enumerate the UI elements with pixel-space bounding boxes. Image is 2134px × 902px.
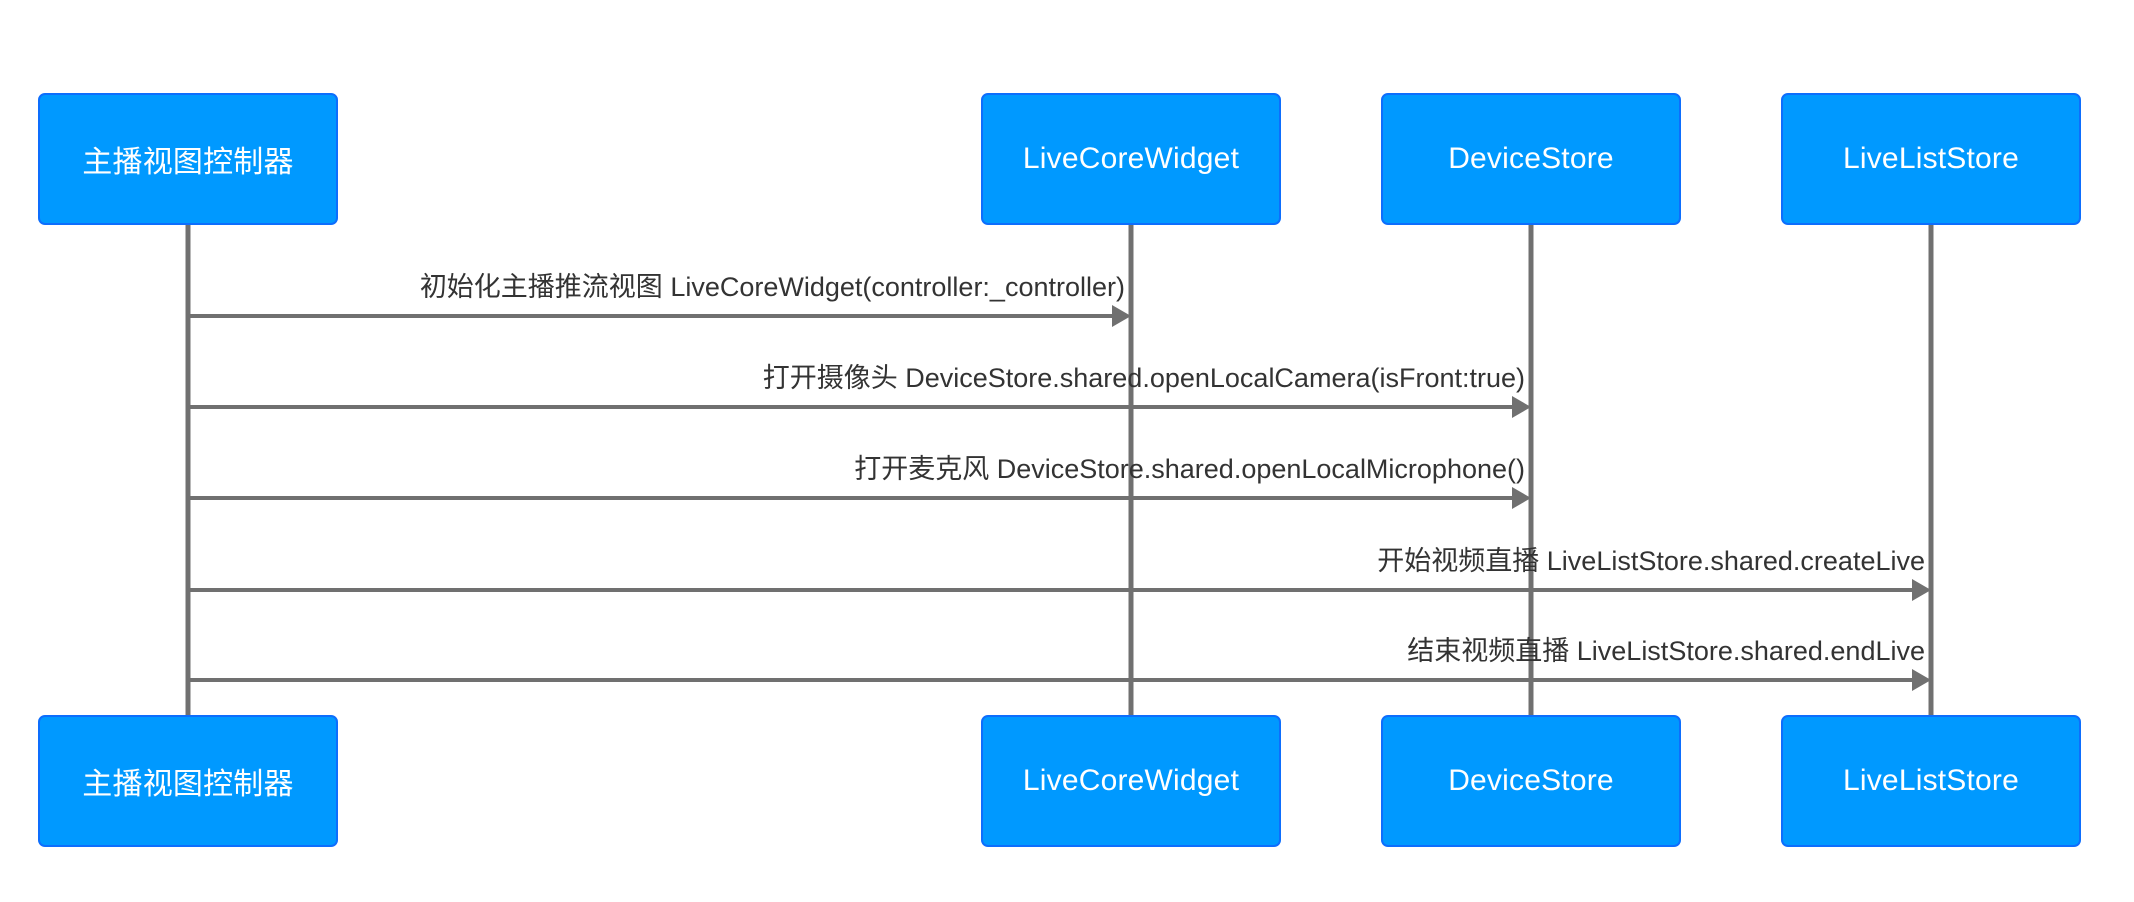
message-arrowhead-3 (1512, 487, 1531, 509)
participant-footer-device-store[interactable]: DeviceStore (1381, 715, 1681, 847)
message-line-4 (188, 588, 1912, 592)
participant-footer-live-core-widget[interactable]: LiveCoreWidget (981, 715, 1281, 847)
message-label-1: 初始化主播推流视图 LiveCoreWidget(controller:_con… (419, 272, 1125, 302)
lifeline-live-core-widget (1128, 225, 1134, 715)
participant-footer-live-list-store[interactable]: LiveListStore (1781, 715, 2081, 847)
message-arrowhead-5 (1912, 669, 1931, 691)
message-line-3 (188, 496, 1512, 500)
message-line-1 (188, 314, 1112, 318)
message-label-4: 开始视频直播 LiveListStore.shared.createLive (1377, 546, 1925, 576)
lifeline-anchor-view-controller (185, 225, 191, 715)
participant-header-live-core-widget[interactable]: LiveCoreWidget (981, 93, 1281, 225)
message-arrowhead-2 (1512, 396, 1531, 418)
participant-footer-anchor-view-controller[interactable]: 主播视图控制器 (38, 715, 338, 847)
message-line-5 (188, 678, 1912, 682)
message-label-5: 结束视频直播 LiveListStore.shared.endLive (1407, 636, 1925, 666)
participant-header-anchor-view-controller[interactable]: 主播视图控制器 (38, 93, 338, 225)
message-arrowhead-4 (1912, 579, 1931, 601)
message-label-2: 打开摄像头 DeviceStore.shared.openLocalCamera… (762, 363, 1525, 393)
lifeline-live-list-store (1928, 225, 1934, 715)
participant-header-live-list-store[interactable]: LiveListStore (1781, 93, 2081, 225)
message-label-3: 打开麦克风 DeviceStore.shared.openLocalMicrop… (854, 454, 1525, 484)
lifeline-device-store (1528, 225, 1534, 715)
message-line-2 (188, 405, 1512, 409)
message-arrowhead-1 (1112, 305, 1131, 327)
participant-header-device-store[interactable]: DeviceStore (1381, 93, 1681, 225)
